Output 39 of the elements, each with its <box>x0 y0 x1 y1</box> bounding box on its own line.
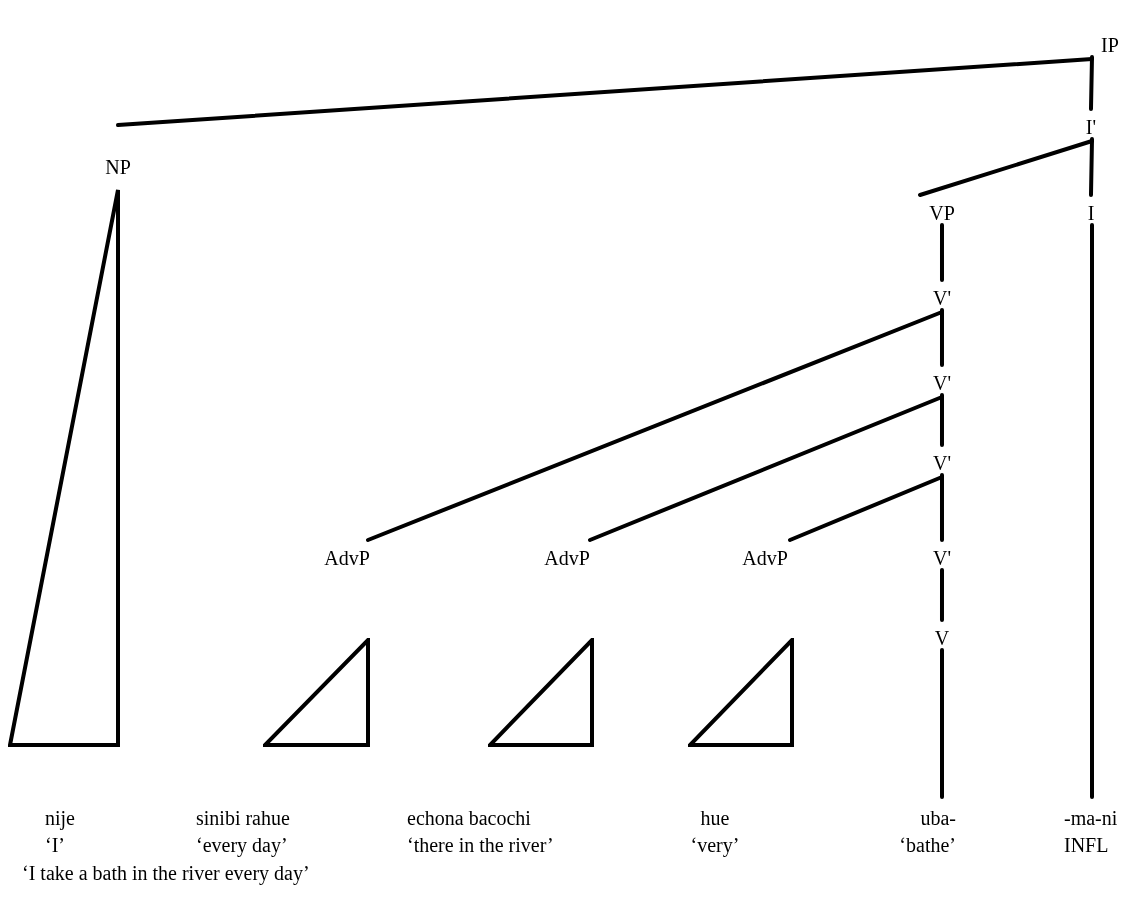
word-text: nije <box>45 807 75 829</box>
node-label: AdvP <box>324 548 370 568</box>
node-label: V' <box>932 548 951 568</box>
tree-branch <box>940 568 944 622</box>
gloss-text: ‘there in the river’ <box>407 834 554 856</box>
node-label: NP <box>105 157 131 177</box>
gloss-text: ‘very’ <box>690 834 740 856</box>
node-label: I <box>1087 203 1095 223</box>
node-label: V' <box>932 373 951 393</box>
tree-branch <box>940 223 944 282</box>
word-text: sinibi rahue <box>196 807 290 829</box>
triangle-shape <box>263 638 370 747</box>
tree-branch <box>940 473 944 542</box>
word-text: hue <box>700 807 730 829</box>
gloss-text: INFL <box>1064 834 1109 856</box>
node-label: VP <box>929 203 955 223</box>
gloss-text: ‘every day’ <box>196 834 288 856</box>
gloss-text: ‘I’ <box>45 834 65 856</box>
node-label: I' <box>1085 117 1097 137</box>
word-text: echona bacochi <box>407 807 531 829</box>
node-label: V <box>934 628 950 648</box>
node-label: V' <box>932 453 951 473</box>
triangle-shape <box>488 638 594 747</box>
triangle-shape <box>8 188 120 747</box>
node-label: V' <box>932 288 951 308</box>
tree-branch <box>1089 55 1094 111</box>
node-label: AdvP <box>742 548 788 568</box>
translation-text: ‘I take a bath in the river every day’ <box>22 862 310 885</box>
gloss-text: ‘bathe’ <box>899 834 956 856</box>
tree-branch <box>940 308 944 367</box>
tree-branch <box>1090 223 1094 799</box>
node-label: AdvP <box>544 548 590 568</box>
node-label: IP <box>1101 35 1119 55</box>
tree-branch <box>1089 137 1094 197</box>
word-text: uba- <box>920 807 956 829</box>
word-text: -ma-ni <box>1064 807 1118 829</box>
tree-branch <box>940 393 944 447</box>
tree-branch <box>940 648 944 799</box>
triangle-shape <box>688 638 794 747</box>
